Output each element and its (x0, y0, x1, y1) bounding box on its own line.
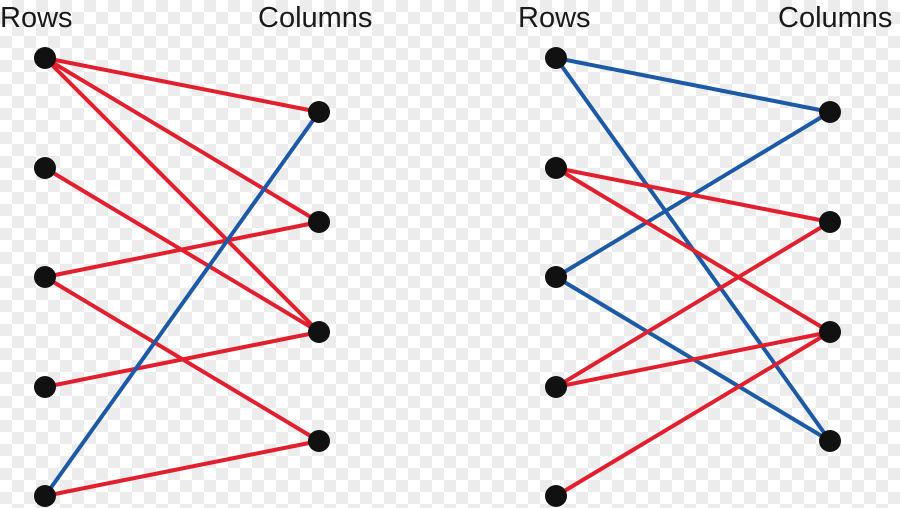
left-rows-label: Rows (0, 2, 73, 34)
edge-row4-col3 (554, 330, 832, 389)
column-node-4 (308, 430, 330, 452)
right-rows-label: Rows (518, 2, 591, 34)
edge-row2-col3 (554, 166, 832, 334)
row-node-1 (545, 47, 567, 69)
row-node-2 (34, 157, 56, 179)
edge-row1-col3 (43, 56, 321, 334)
edge-row1-col1 (43, 56, 321, 114)
edge-row5-col1 (43, 110, 321, 498)
right-bipartite-graph (545, 47, 841, 507)
column-node-2 (819, 211, 841, 233)
column-node-3 (308, 321, 330, 343)
column-node-3 (819, 321, 841, 343)
row-node-1 (34, 47, 56, 69)
row-node-4 (545, 376, 567, 398)
edge-row4-col2 (554, 220, 832, 389)
edge-row4-col3 (43, 330, 321, 389)
edge-row1-col1 (554, 56, 832, 114)
edge-row5-col3 (554, 330, 832, 498)
row-node-3 (34, 266, 56, 288)
row-node-5 (34, 485, 56, 507)
column-node-2 (308, 211, 330, 233)
left-columns-label: Columns (258, 2, 373, 34)
right-columns-label: Columns (778, 2, 893, 34)
row-node-4 (34, 376, 56, 398)
row-node-2 (545, 157, 567, 179)
edge-row2-col2 (554, 166, 832, 224)
left-bipartite-graph (34, 47, 330, 507)
edge-row3-col2 (43, 220, 321, 279)
row-node-5 (545, 485, 567, 507)
row-node-3 (545, 266, 567, 288)
column-node-1 (308, 101, 330, 123)
column-node-4 (819, 430, 841, 452)
column-node-1 (819, 101, 841, 123)
edge-row1-col2 (43, 56, 321, 224)
edge-row5-col4 (43, 439, 321, 498)
